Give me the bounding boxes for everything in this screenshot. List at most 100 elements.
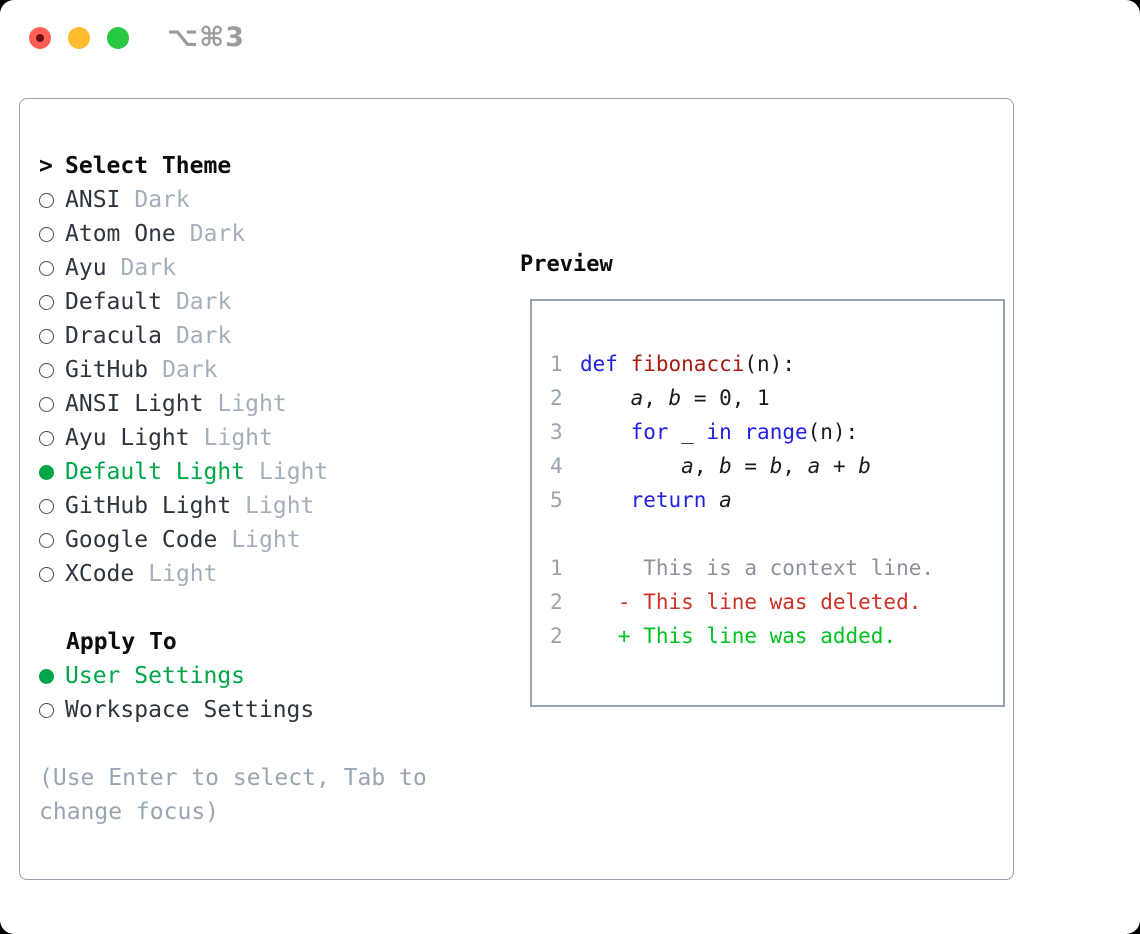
diff-line: 2 + This line was added. [550,619,1003,653]
preview-diff: 1 This is a context line. 2 - This line … [550,551,1003,653]
code-content: a, b = b, a + b [580,454,871,478]
theme-variant: Dark [175,323,232,349]
code-segment: def [580,352,618,376]
radio-icon [39,668,54,684]
theme-list-item[interactable]: Default Dark [39,285,427,319]
code-segment [732,420,745,444]
theme-variant: Dark [189,221,246,247]
traffic-lights [29,27,129,49]
diff-line: 1 This is a context line. [550,551,1003,585]
diff-content: + This line was added. [580,624,897,648]
code-segment: _ [668,420,707,444]
theme-variant: Dark [120,255,176,281]
option-name: User Settings [65,663,246,689]
zoom-button-icon[interactable] [107,27,129,49]
radio-icon [39,702,54,718]
code-line: 4 a, b = b, a + b [550,449,1003,483]
apply-options: User Settings Workspace Settings [39,659,427,727]
theme-variant: Dark [134,187,190,213]
theme-picker-panel: > Select Theme ANSI Dark Atom One Dark A… [19,98,1014,880]
minimize-button-icon[interactable] [68,27,90,49]
preview-header: Preview [520,247,613,281]
theme-name: Google Code [65,527,218,553]
radio-icon [39,532,54,548]
theme-variant: Light [259,459,329,485]
theme-name: Default Light [65,459,246,485]
hint-text: (Use Enter to select, Tab to change focu… [39,761,427,829]
theme-name: Default [65,289,162,315]
radio-icon [39,226,54,242]
code-segment [706,488,719,512]
theme-name: XCode [65,561,135,587]
code-segment: range [744,420,808,444]
code-segment: return [630,488,707,512]
theme-list-item[interactable]: GitHub Dark [39,353,427,387]
code-segment: b [858,454,871,478]
radio-icon [39,396,54,412]
radio-icon [39,464,54,480]
code-line: 3 for _ in range(n): [550,415,1003,449]
theme-name: ANSI Light [65,391,204,417]
code-segment: , [693,454,720,478]
code-line: 1 def fibonacci(n): [550,347,1003,381]
preview-code: 1 def fibonacci(n): 2 a, b = 0, 1 3 for … [550,347,1003,517]
diff-content: This is a context line. [580,556,935,580]
theme-variant: Dark [175,289,232,315]
code-line: 2 a, b = 0, 1 [550,381,1003,415]
theme-list-item[interactable]: XCode Light [39,557,427,591]
theme-variant: Light [148,561,218,587]
code-segment: = 0, 1 [681,386,770,410]
apply-to-header: Apply To [39,625,427,659]
theme-list: ANSI Dark Atom One Dark Ayu Dark Default… [39,183,427,591]
apply-to-option[interactable]: Workspace Settings [39,693,427,727]
hint-line-1: (Use Enter to select, Tab to [39,765,427,791]
theme-list-item[interactable]: ANSI Dark [39,183,427,217]
radio-icon [39,362,54,378]
theme-name: GitHub [65,357,149,383]
line-number: 3 [550,420,563,444]
theme-variant: Dark [162,357,218,383]
line-number: 4 [550,454,563,478]
close-button-icon[interactable] [29,27,51,49]
window-title: ⌥⌘3 [167,22,245,53]
theme-variant: Light [203,425,273,451]
theme-list-item[interactable]: ANSI Light Light [39,387,427,421]
code-segment: fibonacci [630,352,745,376]
select-theme-header: > Select Theme [39,149,427,183]
preview-blank-line [550,517,1003,551]
theme-name: Ayu [65,255,107,281]
line-number: 5 [550,488,563,512]
theme-variant: Light [217,391,287,417]
code-content: a, b = 0, 1 [580,386,770,410]
code-segment [618,352,631,376]
code-segment: (n): [807,420,859,444]
theme-list-item[interactable]: Atom One Dark [39,217,427,251]
theme-variant: Light [231,527,301,553]
radio-icon [39,192,54,208]
radio-icon [39,294,54,310]
theme-list-item[interactable]: Google Code Light [39,523,427,557]
radio-icon [39,498,54,514]
apply-to-option[interactable]: User Settings [39,659,427,693]
hint-line-2: change focus) [39,799,220,825]
code-segment: a [807,454,821,478]
code-segment: b [719,454,732,478]
line-number: 1 [550,556,563,580]
theme-name: ANSI [65,187,121,213]
theme-list-item[interactable]: Default Light Light [39,455,427,489]
code-segment: + [820,454,859,478]
theme-list-item[interactable]: Ayu Dark [39,251,427,285]
theme-variant: Light [245,493,315,519]
theme-list-item[interactable]: GitHub Light Light [39,489,427,523]
diff-content: - This line was deleted. [580,590,922,614]
option-name: Workspace Settings [65,697,315,723]
theme-picker: > Select Theme ANSI Dark Atom One Dark A… [39,149,427,829]
code-line: 5 return a [550,483,1003,517]
code-segment: (n): [744,352,795,376]
code-segment: a [630,386,644,410]
theme-list-item[interactable]: Dracula Dark [39,319,427,353]
radio-icon [39,430,54,446]
line-number: 2 [550,386,563,410]
theme-list-item[interactable]: Ayu Light Light [39,421,427,455]
